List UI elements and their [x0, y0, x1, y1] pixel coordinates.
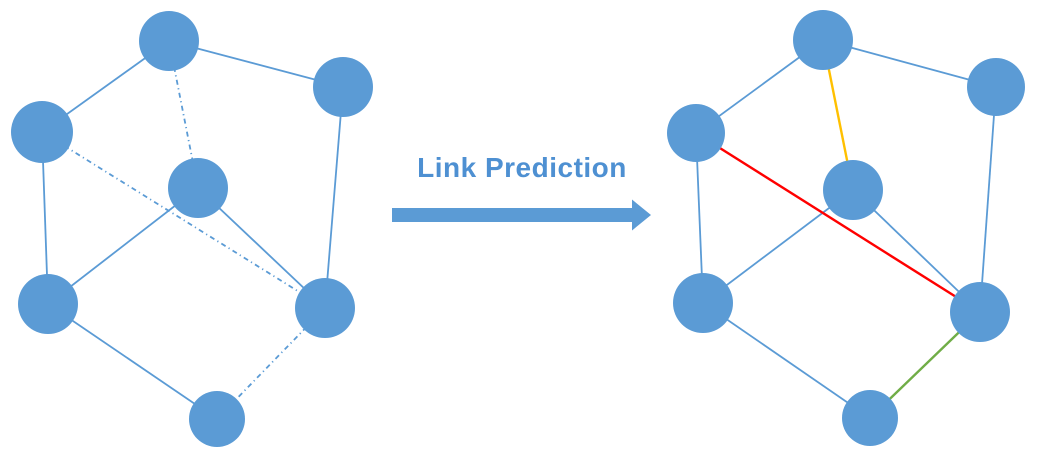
edge-predicted-graph-left-right-mid-predicted	[695, 131, 981, 314]
node-original-graph-top-right	[313, 57, 373, 117]
edge-predicted-graph-center-bottom-left-solid	[702, 189, 854, 304]
edge-original-graph-left-right-mid-dashed	[41, 131, 326, 309]
edge-original-graph-top-right-right-mid-solid	[324, 86, 344, 309]
node-predicted-graph-top-right	[967, 58, 1025, 116]
original-graph	[11, 11, 373, 447]
edge-original-graph-top-center-dashed	[168, 40, 199, 189]
node-predicted-graph-right-mid	[950, 282, 1010, 342]
diagram-title: Link Prediction	[417, 152, 627, 183]
link-prediction-arrow	[392, 199, 651, 231]
node-original-graph-center	[168, 158, 228, 218]
node-predicted-graph-bottom	[842, 390, 898, 446]
node-original-graph-bottom-left	[18, 274, 78, 334]
edge-original-graph-bottom-left-bottom-solid	[47, 303, 218, 420]
node-original-graph-left	[11, 101, 73, 163]
node-predicted-graph-top	[793, 10, 853, 70]
node-original-graph-top	[139, 11, 199, 71]
edge-predicted-graph-top-right-right-mid-solid	[979, 86, 997, 313]
node-predicted-graph-left	[667, 104, 725, 162]
node-original-graph-right-mid	[295, 278, 355, 338]
edge-predicted-graph-bottom-left-bottom-solid	[702, 302, 871, 419]
predicted-graph	[667, 10, 1025, 446]
node-predicted-graph-center	[823, 160, 883, 220]
edge-original-graph-center-bottom-left-solid	[47, 187, 199, 305]
node-predicted-graph-bottom-left	[673, 273, 733, 333]
node-original-graph-bottom	[189, 391, 245, 447]
